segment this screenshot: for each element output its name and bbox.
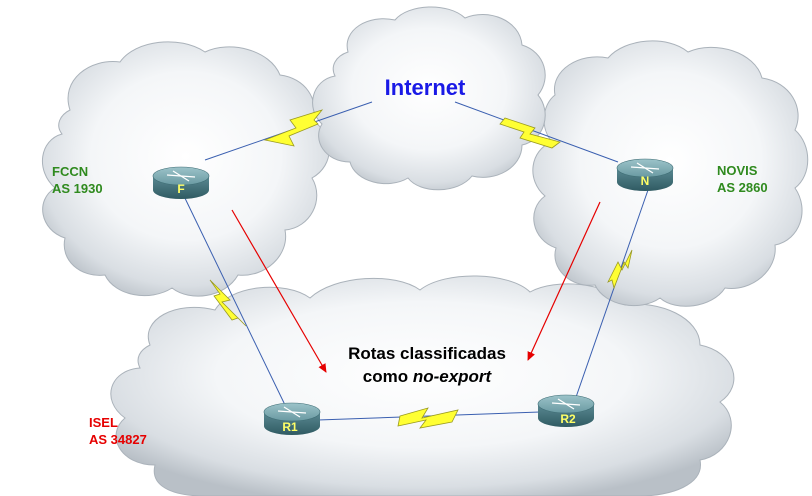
link-r1-r2 bbox=[317, 411, 541, 421]
fccn-as-label: AS 1930 bbox=[52, 181, 103, 196]
annotation-line-2: como no-export bbox=[363, 367, 493, 386]
router-icon bbox=[616, 158, 674, 191]
arrow-novis-to-isel bbox=[527, 201, 601, 361]
router-f[interactable]: F bbox=[152, 166, 210, 199]
novis-name-label: NOVIS bbox=[717, 163, 758, 178]
router-icon bbox=[152, 166, 210, 199]
serial-link-icon bbox=[607, 249, 633, 290]
serial-link-icon bbox=[499, 117, 561, 149]
internet-label: Internet bbox=[385, 75, 466, 100]
serial-link-icon bbox=[209, 279, 247, 327]
router-label-n: N bbox=[641, 174, 650, 188]
link-n-r2 bbox=[574, 189, 649, 401]
link-f-r1 bbox=[181, 191, 286, 406]
link-internet-n bbox=[454, 101, 619, 163]
cloud-internet bbox=[312, 6, 546, 191]
router-n[interactable]: N bbox=[616, 158, 674, 191]
serial-link-icon bbox=[397, 407, 459, 429]
isel-name-label: ISEL bbox=[89, 415, 118, 430]
annotation-line-2-prefix: como bbox=[363, 367, 413, 386]
novis-as-label: AS 2860 bbox=[717, 180, 768, 195]
router-label-r1: R1 bbox=[282, 420, 298, 434]
serial-links bbox=[209, 109, 633, 429]
serial-link-icon bbox=[263, 109, 324, 147]
fccn-name-label: FCCN bbox=[52, 164, 88, 179]
router-label-f: F bbox=[177, 182, 184, 196]
cloud-isel bbox=[110, 275, 735, 496]
isel-as-label: AS 34827 bbox=[89, 432, 147, 447]
router-label-r2: R2 bbox=[560, 412, 576, 426]
router-r1[interactable]: R1 bbox=[263, 402, 321, 435]
route-arrows bbox=[231, 201, 601, 373]
router-icon bbox=[537, 394, 595, 427]
annotation-line-2-emphasis: no-export bbox=[413, 367, 493, 386]
router-r2[interactable]: R2 bbox=[537, 394, 595, 427]
annotation-line-1: Rotas classificadas bbox=[348, 344, 506, 363]
router-icon bbox=[263, 402, 321, 435]
arrow-fccn-to-isel bbox=[231, 209, 327, 373]
